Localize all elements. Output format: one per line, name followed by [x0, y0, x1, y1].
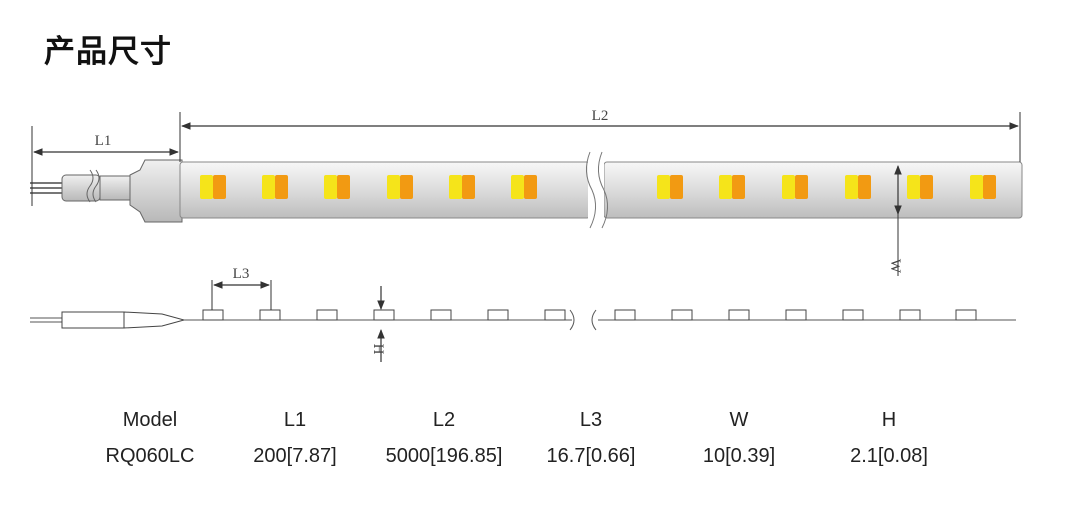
led-chip — [782, 175, 808, 199]
cable-wires — [30, 169, 133, 203]
break-mark — [586, 150, 608, 230]
side-chip — [316, 309, 338, 321]
value-l2: 5000[196.85] — [385, 444, 503, 467]
side-chip — [487, 309, 509, 321]
led-chip — [262, 175, 288, 199]
led-strip-dimension-drawing: L1 L2 W L3 H — [30, 108, 1023, 362]
dimension-h: H — [370, 286, 386, 362]
end-cap — [129, 159, 183, 223]
led-chip — [387, 175, 413, 199]
value-model: RQ060LC — [105, 444, 195, 467]
page-title: 产品尺寸 — [44, 34, 172, 69]
side-chip — [544, 309, 566, 321]
side-view-break — [569, 309, 597, 331]
header-l1: L1 — [283, 408, 307, 431]
side-chip — [202, 309, 224, 321]
dimension-w: W — [887, 165, 903, 276]
label-w: W — [887, 259, 903, 274]
led-chip — [970, 175, 996, 199]
led-chips — [200, 175, 996, 199]
side-view-connector — [30, 311, 186, 329]
side-chip — [671, 309, 693, 321]
led-chip — [324, 175, 350, 199]
header-model: Model — [122, 408, 178, 431]
led-chip — [719, 175, 745, 199]
side-chip — [614, 309, 636, 321]
header-l2: L2 — [432, 408, 456, 431]
header-h: H — [881, 408, 897, 431]
side-chip — [785, 309, 807, 321]
side-chip — [259, 309, 281, 321]
led-chip — [511, 175, 537, 199]
led-chip — [657, 175, 683, 199]
side-view-chips — [202, 309, 977, 321]
header-l3: L3 — [579, 408, 603, 431]
led-chip — [200, 175, 226, 199]
led-chip — [449, 175, 475, 199]
spec-header-row: Model L1 L2 L3 W H — [80, 402, 964, 438]
side-chip — [899, 309, 921, 321]
led-chip — [907, 175, 933, 199]
side-chip — [955, 309, 977, 321]
spec-table: Model L1 L2 L3 W H RQ060LC 200[7.87] 500… — [80, 402, 964, 474]
dimension-l2: L2 — [181, 108, 1021, 162]
header-w: W — [729, 408, 749, 431]
side-chip — [842, 309, 864, 321]
side-chip — [728, 309, 750, 321]
side-chip — [430, 309, 452, 321]
label-l1: L1 — [95, 133, 112, 149]
value-w: 10[0.39] — [702, 444, 776, 467]
dimension-l1: L1 — [31, 112, 181, 206]
spec-value-row: RQ060LC 200[7.87] 5000[196.85] 16.7[0.66… — [80, 438, 964, 474]
value-h: 2.1[0.08] — [850, 444, 928, 467]
led-chip — [845, 175, 871, 199]
value-l1: 200[7.87] — [253, 444, 337, 467]
side-chip — [373, 309, 395, 321]
label-h: H — [370, 344, 386, 355]
dimension-l3: L3 — [211, 266, 272, 310]
label-l2: L2 — [592, 108, 609, 124]
label-l3: L3 — [233, 266, 250, 282]
value-l3: 16.7[0.66] — [546, 444, 636, 467]
